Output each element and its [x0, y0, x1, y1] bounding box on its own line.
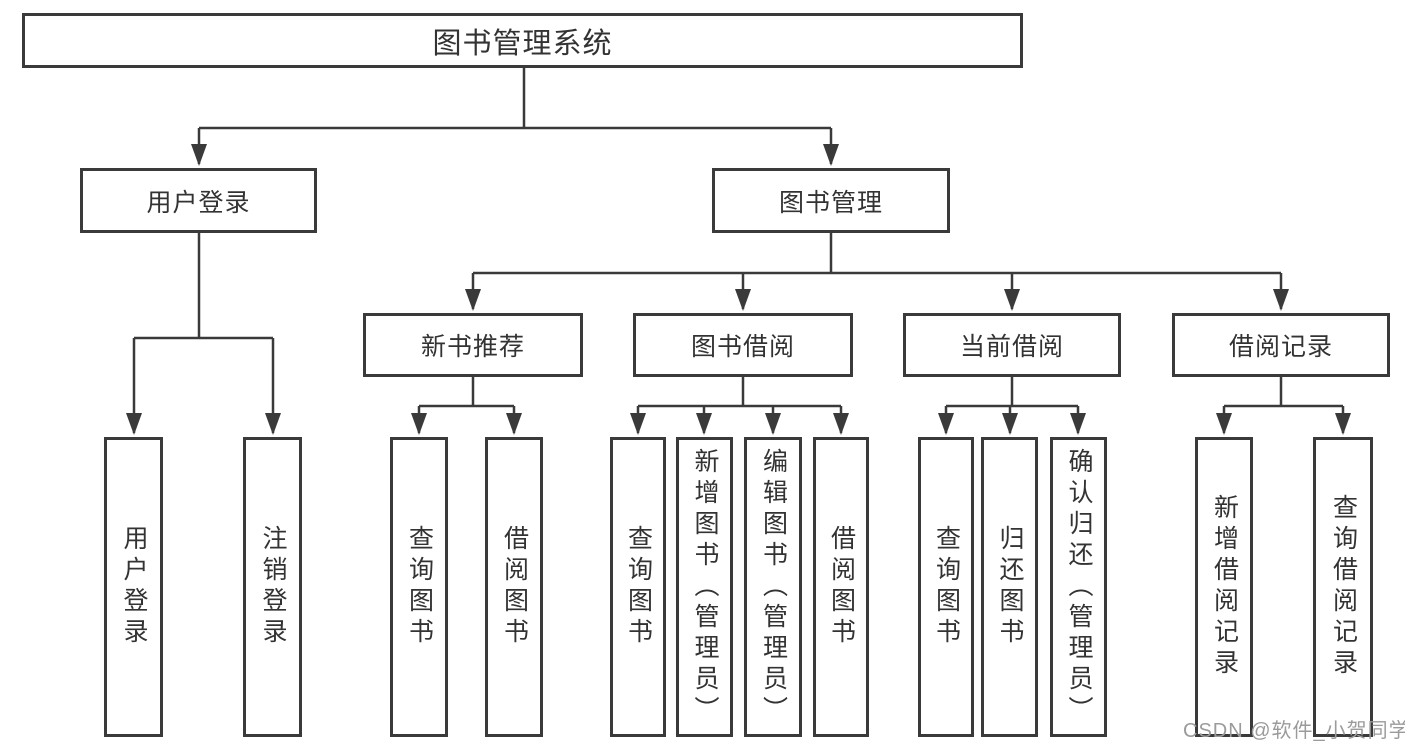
node-new-book-recommend: 新书推荐: [363, 313, 583, 377]
leaf-borrow-add-books-admin: 新增图书（管理员）: [676, 437, 733, 737]
leaf-records-add-record: 新增借阅记录: [1195, 437, 1253, 737]
node-current-borrowing: 当前借阅: [903, 313, 1121, 377]
leaf-newbooks-borrow-books: 借阅图书: [485, 437, 543, 737]
leaf-user-login: 用户登录: [104, 437, 163, 737]
node-book-borrowing: 图书借阅: [633, 313, 853, 377]
leaf-logout: 注销登录: [243, 437, 302, 737]
csdn-watermark: CSDN @软件_小贺同学: [1183, 720, 1405, 742]
leaf-borrow-borrow-books: 借阅图书: [813, 437, 869, 737]
leaf-current-query-books: 查询图书: [918, 437, 974, 737]
leaf-records-query-record: 查询借阅记录: [1313, 437, 1373, 737]
leaf-borrow-query-books: 查询图书: [610, 437, 666, 737]
node-root-library-system: 图书管理系统: [22, 13, 1023, 68]
leaf-borrow-edit-books-admin: 编辑图书（管理员）: [744, 437, 802, 737]
leaf-current-return-books: 归还图书: [981, 437, 1038, 737]
node-user-login: 用户登录: [80, 168, 317, 233]
node-book-management: 图书管理: [712, 168, 950, 233]
node-borrowing-records: 借阅记录: [1172, 313, 1390, 377]
leaf-newbooks-query-books: 查询图书: [390, 437, 448, 737]
leaf-current-confirm-return-admin: 确认归还（管理员）: [1050, 437, 1107, 737]
